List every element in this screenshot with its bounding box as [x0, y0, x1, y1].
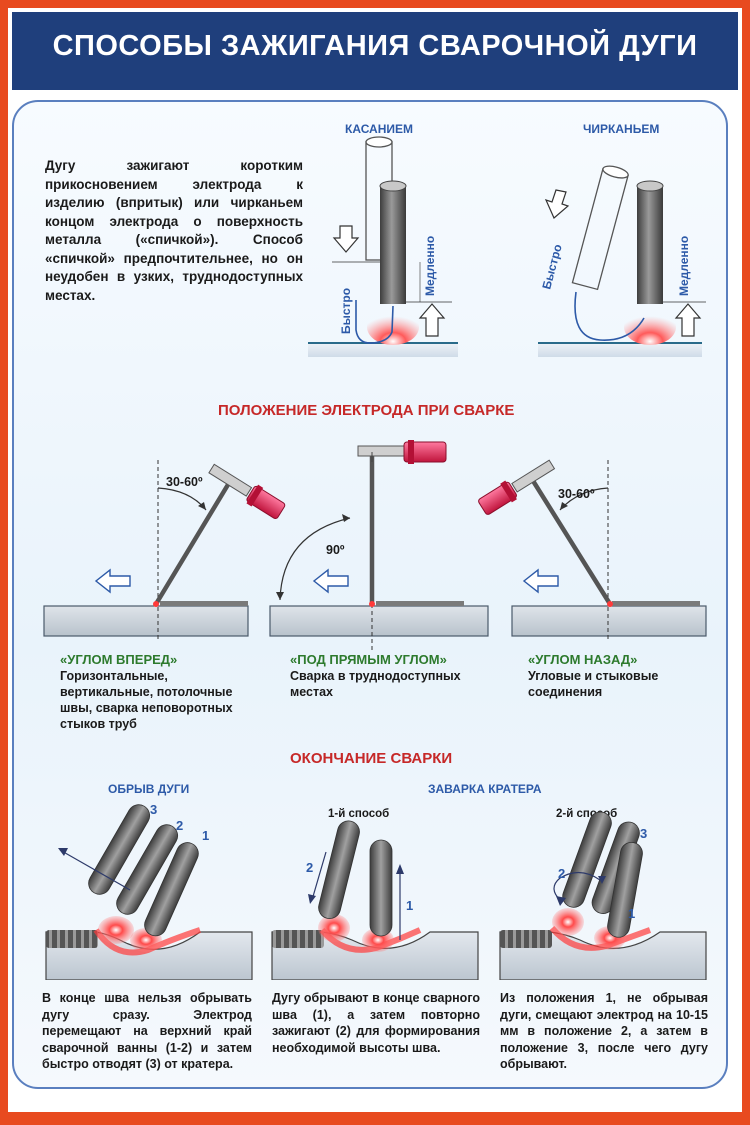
crater-method1-diagram: 2 1	[271, 820, 479, 980]
arc-glow	[367, 309, 419, 345]
svg-text:3: 3	[640, 826, 647, 841]
ignition-diagrams: Быстро Медленно Быстро Медленно	[308, 136, 706, 357]
page-title: СПОСОБЫ ЗАЖИГАНИЯ СВАРОЧНОЙ ДУГИ	[52, 30, 698, 62]
svg-text:Быстро: Быстро	[539, 243, 564, 291]
forward-angle-desc: Горизонтальные, вертикальные, потолочные…	[60, 669, 233, 731]
svg-text:30-60º: 30-60º	[558, 487, 595, 501]
electrode-outline	[571, 165, 629, 291]
up-arrow-icon	[674, 303, 702, 337]
crater-method2-diagram: 2 3 1	[499, 811, 707, 980]
ending-section-title: ОКОНЧАНИЕ СВАРКИ	[290, 750, 453, 767]
publisher-logo: ПЛАКАТЫ	[710, 1108, 741, 1114]
back-angle-label: «УГЛОМ НАЗАД»	[528, 652, 638, 667]
electrode	[637, 186, 663, 304]
right-angle-label: «ПОД ПРЯМЫМ УГЛОМ»	[290, 652, 447, 667]
touch-label: КАСАНИЕМ	[345, 122, 414, 136]
forward-angle-label: «УГЛОМ ВПЕРЕД»	[60, 652, 178, 667]
svg-text:30-60º: 30-60º	[166, 475, 203, 489]
header-bar: СПОСОБЫ ЗАЖИГАНИЯ СВАРОЧНОЙ ДУГИ	[12, 12, 738, 90]
up-arrow-icon	[418, 303, 446, 337]
svg-text:2: 2	[176, 818, 183, 833]
right-angle-desc: Сварка в труднодоступных местах	[290, 669, 461, 699]
svg-text:1: 1	[202, 828, 209, 843]
down-arrow-icon	[332, 225, 360, 253]
arc-glow	[624, 309, 676, 345]
ending-diagrams: 3 2 1 2 1	[45, 802, 707, 980]
crater-fill-label: ЗАВАРКА КРАТЕРА	[428, 782, 542, 796]
method2-desc: Из положения 1, не обрывая дуги, смещают…	[500, 991, 708, 1071]
right-angle-diagram: 90º	[269, 440, 489, 650]
svg-text:1: 1	[406, 898, 413, 913]
arc-break-diagram: 3 2 1	[45, 802, 253, 980]
back-angle-diagram: 30-60º	[478, 459, 707, 640]
arc-break-label: ОБРЫВ ДУГИ	[108, 782, 190, 796]
method1-desc: Дугу обрывают в конце сварного шва (1), …	[272, 991, 480, 1055]
svg-text:2: 2	[306, 860, 313, 875]
direction-arrow-icon	[312, 568, 349, 594]
direction-arrow-icon	[94, 568, 131, 594]
svg-text:1: 1	[628, 906, 635, 921]
position-section-title: ПОЛОЖЕНИЕ ЭЛЕКТРОДА ПРИ СВАРКЕ	[218, 402, 515, 419]
down-arrow-icon	[544, 189, 570, 219]
svg-text:Медленно: Медленно	[677, 236, 691, 296]
svg-text:Быстро: Быстро	[339, 288, 353, 334]
svg-text:2: 2	[558, 866, 565, 881]
svg-text:90º: 90º	[326, 543, 345, 557]
strike-label: ЧИРКАНЬЕМ	[583, 122, 660, 136]
svg-text:Медленно: Медленно	[423, 236, 437, 296]
direction-arrow-icon	[522, 568, 559, 594]
svg-text:3: 3	[150, 802, 157, 817]
forward-angle-diagram: 30-60º	[43, 460, 286, 640]
method1-label: 1-й способ	[328, 808, 390, 820]
position-diagrams: 30-60º 90º	[43, 440, 707, 650]
electrode	[380, 186, 406, 304]
touch-diagram: Быстро Медленно	[308, 136, 458, 357]
back-angle-desc: Угловые и стыковые соединения	[528, 669, 659, 699]
arc-break-desc: В конце шва нельзя обрывать дугу сразу. …	[42, 991, 252, 1071]
intro-text: Дугу зажигают коротким прикосновением эл…	[45, 158, 303, 303]
strike-diagram: Быстро Медленно	[538, 165, 706, 357]
